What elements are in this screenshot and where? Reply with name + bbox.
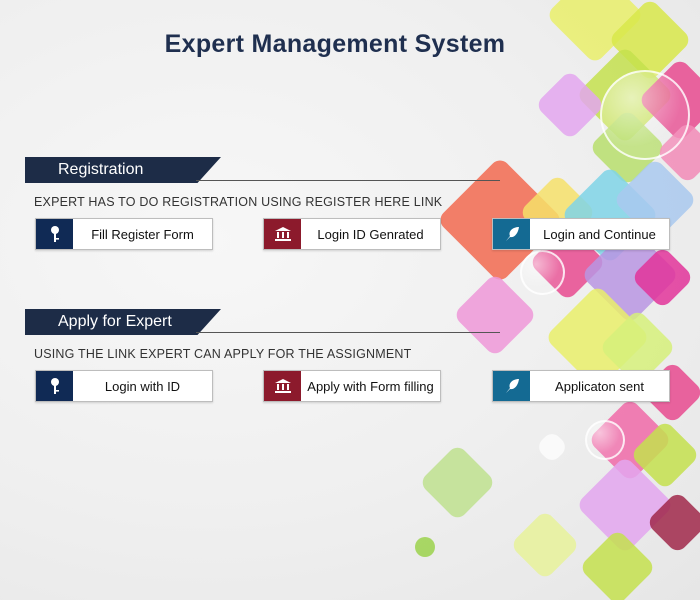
bank-icon [264, 219, 301, 249]
fill-register-form-button[interactable]: Fill Register Form [35, 218, 213, 250]
decorative-square [411, 533, 439, 561]
section-header: Apply for Expert [25, 309, 221, 335]
decorative-square [419, 444, 497, 522]
application-sent-button[interactable]: Applicaton sent [492, 370, 670, 402]
login-and-continue-button[interactable]: Login and Continue [492, 218, 670, 250]
apply-for-expert-section: Apply for Expert USING THE LINK EXPERT C… [0, 309, 700, 404]
step-label: Applicaton sent [530, 371, 669, 401]
section-header: Registration [25, 157, 221, 183]
decorative-square [510, 510, 581, 581]
login-with-id-button[interactable]: Login with ID [35, 370, 213, 402]
decorative-square [535, 430, 569, 464]
leaf-icon [493, 371, 530, 401]
step-row: Login with ID Apply with Form filling Ap… [0, 370, 700, 404]
step-label: Login ID Genrated [301, 219, 440, 249]
step-label: Apply with Form filling [301, 371, 440, 401]
section-description: USING THE LINK EXPERT CAN APPLY FOR THE … [34, 347, 700, 361]
step-label: Login with ID [73, 371, 212, 401]
step-label: Login and Continue [530, 219, 669, 249]
section-divider [196, 332, 500, 333]
decorative-bubble [520, 250, 565, 295]
page-title: Expert Management System [0, 30, 670, 59]
section-description: EXPERT HAS TO DO REGISTRATION USING REGI… [34, 195, 700, 209]
key-icon [36, 371, 73, 401]
step-label: Fill Register Form [73, 219, 212, 249]
leaf-icon [493, 219, 530, 249]
decorative-bubble [600, 70, 690, 160]
step-row: Fill Register Form Login ID Genrated Log… [0, 218, 700, 252]
key-icon [36, 219, 73, 249]
apply-with-form-filling-button[interactable]: Apply with Form filling [263, 370, 441, 402]
bank-icon [264, 371, 301, 401]
decorative-bubble [585, 420, 625, 460]
section-divider [196, 180, 500, 181]
registration-section: Registration EXPERT HAS TO DO REGISTRATI… [0, 157, 700, 252]
decorative-square [579, 529, 657, 600]
login-id-generated-button[interactable]: Login ID Genrated [263, 218, 441, 250]
